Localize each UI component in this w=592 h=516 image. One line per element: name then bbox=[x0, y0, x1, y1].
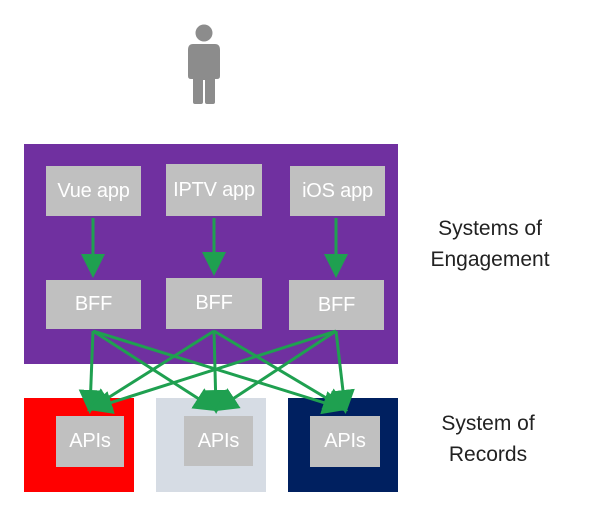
records-label-line2: Records bbox=[448, 443, 528, 466]
bff-box-1[interactable]: BFF bbox=[46, 280, 141, 329]
iptv-app-box[interactable]: IPTV app bbox=[166, 164, 262, 216]
bff-box-2[interactable]: BFF bbox=[166, 278, 262, 329]
apis-box-2[interactable]: APIs bbox=[184, 416, 253, 466]
systems-of-engagement-label: Systems of Engagement bbox=[410, 213, 570, 275]
records-label-line1: System of bbox=[441, 412, 535, 435]
vue-app-box[interactable]: Vue app bbox=[46, 166, 141, 216]
engagement-label-line2: Engagement bbox=[430, 248, 550, 271]
ios-app-box[interactable]: iOS app bbox=[290, 166, 385, 216]
apis-box-1[interactable]: APIs bbox=[56, 416, 124, 467]
engagement-label-line1: Systems of bbox=[438, 217, 542, 240]
system-of-records-label: System of Records bbox=[418, 408, 558, 470]
person-icon bbox=[186, 24, 222, 104]
bff-box-3[interactable]: BFF bbox=[289, 280, 384, 330]
apis-box-3[interactable]: APIs bbox=[310, 416, 380, 467]
